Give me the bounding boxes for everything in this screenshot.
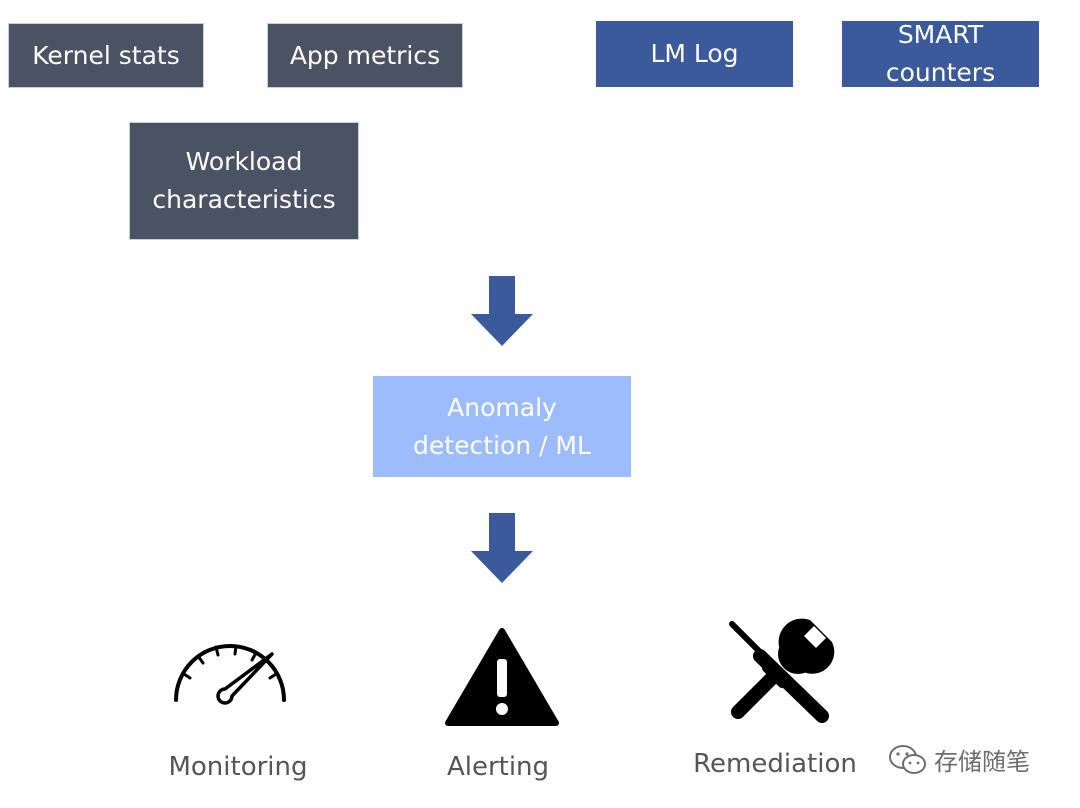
workload-label-line2: characteristics	[152, 185, 336, 214]
app-metrics-box: App metrics	[267, 23, 463, 88]
lm-log-box: LM Log	[596, 21, 793, 87]
kernel-stats-label: Kernel stats	[32, 40, 180, 70]
remediation-label: Remediation	[693, 749, 857, 779]
tools-icon	[729, 618, 835, 723]
anomaly-label-line1: Anomaly	[447, 392, 557, 422]
monitoring-label: Monitoring	[168, 752, 308, 782]
workload-characteristics-box: Workload characteristics	[129, 122, 359, 240]
speedometer-icon	[174, 644, 286, 705]
watermark-text: 存储随笔	[934, 748, 1030, 776]
alerting-label: Alerting	[446, 752, 550, 782]
warning-icon	[445, 628, 559, 726]
smart-counters-box: SMART counters	[842, 20, 1039, 87]
lm-log-label: LM Log	[650, 39, 739, 68]
anomaly-detection-box: Anomaly detection / ML	[373, 376, 631, 477]
workload-label-line1: Workload	[185, 147, 303, 176]
app-metrics-label: App metrics	[289, 40, 441, 70]
down-arrow-1	[471, 276, 533, 346]
watermark: 存储随笔	[888, 742, 1030, 777]
wechat-icon	[889, 744, 926, 774]
down-arrow-2	[471, 513, 533, 583]
smart-label-line1: SMART	[897, 20, 984, 49]
smart-label-line2: counters	[885, 58, 996, 87]
anomaly-label-line2: detection / ML	[413, 430, 591, 460]
kernel-stats-box: Kernel stats	[8, 23, 204, 88]
